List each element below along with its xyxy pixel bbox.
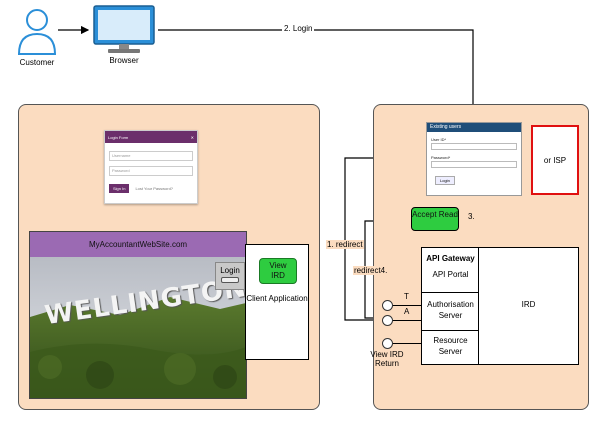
existing-users-header: Existing users <box>427 123 521 132</box>
ird-password-label: Password* <box>431 155 451 160</box>
port-t[interactable] <box>382 300 393 311</box>
monitor-icon <box>93 5 155 53</box>
port-a-line <box>391 320 421 321</box>
api-gateway-box: API Gateway API Portal <box>421 247 480 294</box>
step3-label: 3. <box>468 212 475 221</box>
login-form-title: Login Form <box>108 134 129 140</box>
customer-label: Customer <box>19 58 55 67</box>
site-header-bar: MyAccountantWebSite.com <box>30 232 246 257</box>
website-frame: MyAccountantWebSite.com WELLINGTON <box>29 231 247 399</box>
accept-read-button[interactable]: Accept Read <box>411 207 459 231</box>
port-a-label: A <box>404 307 410 316</box>
redirect4-label: redirect4. <box>353 266 389 275</box>
site-name: MyAccountantWebSite.com <box>88 240 188 249</box>
user-id-label: User ID* <box>431 137 447 142</box>
lost-password-link[interactable]: Lost Your Password? <box>135 186 174 191</box>
client-application-box: View IRD Client Application <box>245 244 309 360</box>
port-a[interactable] <box>382 315 393 326</box>
port-t-line <box>391 305 421 306</box>
signin-button[interactable]: Sign In <box>109 184 130 193</box>
resource-server-box: Resource Server <box>421 330 480 365</box>
ird-login-form: Existing users User ID* Password* Login <box>426 122 522 196</box>
ird-box: IRD <box>478 247 579 365</box>
close-icon[interactable]: ✕ <box>190 134 194 140</box>
ird-login-button[interactable]: Login <box>435 176 455 185</box>
customer-actor: Customer <box>14 6 60 68</box>
client-app-label: Client Application <box>246 294 308 303</box>
port-return-line <box>391 343 421 344</box>
hillside-photo <box>30 257 246 398</box>
login-form-header: Login Form ✕ <box>105 131 197 143</box>
site-photo: WELLINGTON <box>30 257 246 398</box>
user-icon <box>17 9 57 55</box>
toggle-icon <box>221 277 239 283</box>
username-input[interactable]: Username <box>109 151 193 161</box>
ird-label: IRD <box>521 300 536 309</box>
or-isp-label: or ISP <box>543 155 567 165</box>
auth-server-label: Authorisation Server <box>427 300 474 320</box>
isp-box: or ISP <box>531 125 579 195</box>
port-t-label: T <box>404 292 409 301</box>
browser-actor: Browser <box>90 4 158 68</box>
port-view-ird-return[interactable] <box>382 338 393 349</box>
view-ird-return-label: View IRD Return <box>370 350 404 368</box>
resource-server-label: Resource Server <box>433 336 468 356</box>
user-id-input[interactable] <box>431 143 517 150</box>
site-login-widget: Login <box>215 262 245 290</box>
site-login-button[interactable]: Login <box>220 266 240 275</box>
password-input[interactable]: Password <box>109 166 193 176</box>
client-login-form: Login Form ✕ Username Password Sign In L… <box>104 130 198 204</box>
auth-server-box: Authorisation Server <box>421 292 480 332</box>
view-ird-button[interactable]: View IRD <box>259 258 297 284</box>
api-gateway-title: API Gateway <box>426 254 475 263</box>
browser-label: Browser <box>109 56 139 65</box>
redirect1-label: 1. redirect <box>326 240 364 249</box>
ird-password-input[interactable] <box>431 161 517 168</box>
login-step-label: 2. Login <box>282 24 315 33</box>
api-portal-label: API Portal <box>432 270 469 279</box>
